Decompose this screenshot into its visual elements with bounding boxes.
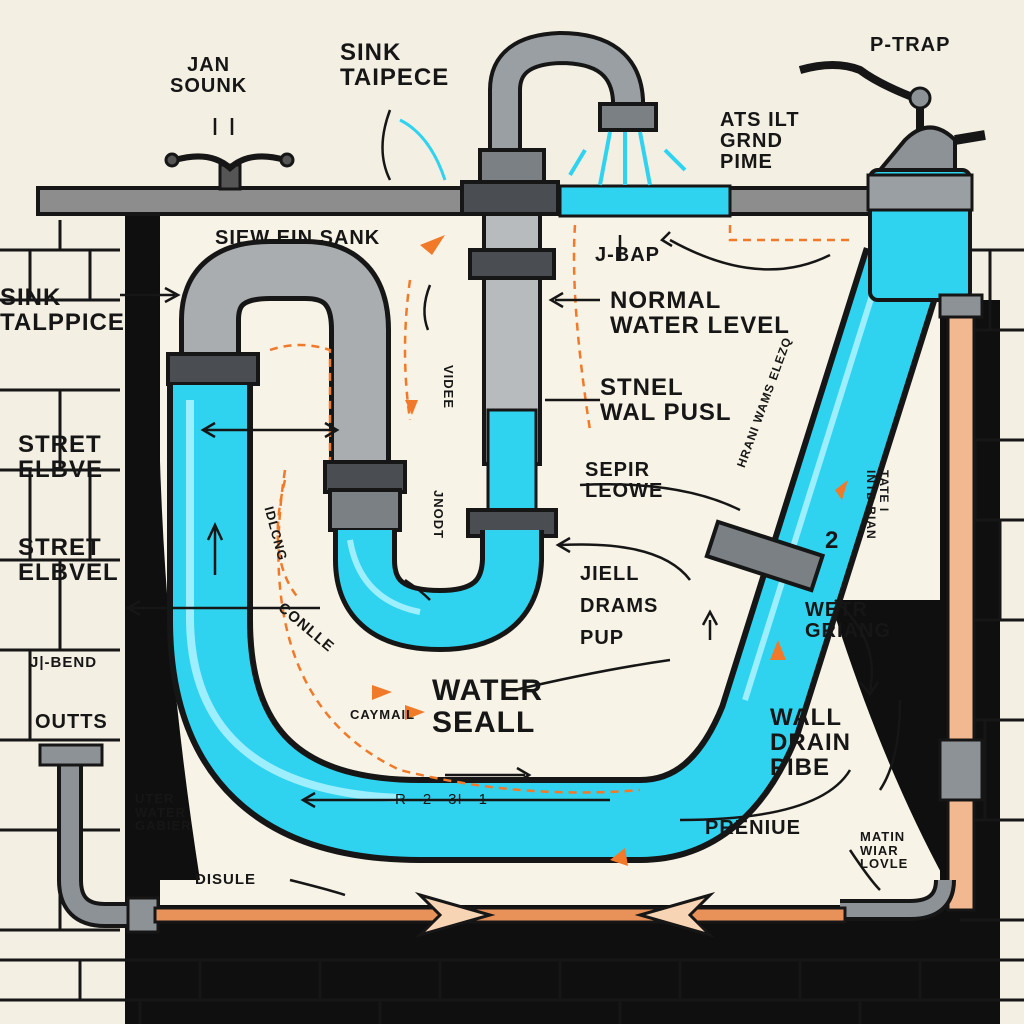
label-caymail: CAYMAIL [350, 707, 416, 722]
label-sepir-leowe: SEPIR LEOWE [585, 459, 664, 502]
label-num-2: 2 [825, 527, 840, 554]
label-tate-intd-bian: TATE I INTD BIAN [864, 470, 891, 540]
inner-u-trap [333, 530, 544, 653]
label-matin-wiar-lovle: MATIN WIAR LOVLE [860, 829, 909, 872]
label-videe: VIDEE [441, 365, 456, 410]
orange-arrows [372, 235, 848, 866]
label-wall-drain-pibe: WALL DRAIN PIBE [770, 704, 851, 782]
supply-line [153, 891, 847, 939]
label-jiell-drams-pup: JIELL DRAMS PUP [580, 563, 659, 649]
right-vertical-pipe [840, 293, 984, 921]
blue-accent-stroke [399, 118, 447, 181]
label-stnel-wal-pusl: STNEL WAL PUSL [600, 374, 732, 427]
water-seal-u-pipe [167, 247, 947, 863]
label-j-bend: J|-BEND [30, 654, 98, 671]
left-outlet-pipe [38, 743, 160, 934]
cabinet-right-shadow [830, 600, 945, 880]
label-ats-ilt-grnd-pime: ATS ILT GRND PIME [720, 109, 800, 173]
label-uter-water-gabier: UTER WATER GABIER [135, 791, 192, 834]
p-trap-fitting [798, 61, 986, 302]
label-r-2-3-1: R—2—3I—1 [395, 791, 489, 808]
label-preniue: PRENIUE [705, 817, 801, 839]
label-stret-elbve: STRET ELBVE [18, 431, 104, 484]
label-stret-elbvel: STRET ELBVEL [18, 534, 119, 587]
label-sink-talppice: SINK TALPPICE [0, 284, 125, 337]
label-sink-taipece: SINK TAIPECE [340, 39, 450, 92]
label-p-trap: P-TRAP [870, 34, 951, 56]
diagonal-coupling [704, 519, 826, 593]
label-water-seall: WATER SEALL [432, 674, 544, 739]
label-outts: OUTTS [35, 711, 108, 733]
cabinet-dark-frame [125, 212, 1000, 1024]
label-disule: DISULE [195, 871, 257, 888]
gooseneck-faucet-icon [488, 30, 687, 186]
faucet-left-icon [164, 152, 295, 191]
cabinet-left-shadow [158, 260, 200, 880]
label-j-bap: J-BAP [595, 244, 661, 266]
upper-elbow-pipe [166, 239, 558, 538]
label-normal-water-level: NORMAL WATER LEVEL [610, 287, 790, 340]
label-wetr-griang: WETR GRIANG [805, 599, 891, 642]
brick-floor [0, 958, 1024, 1024]
annotation-arrows [120, 109, 902, 897]
label-jan-sounk: JAN SOUNK [170, 54, 248, 97]
sink-basin-water [558, 184, 732, 218]
label-siew-ein-sank: SIEW EIN SANK [215, 227, 381, 249]
label-jnodt: JNODT [431, 490, 446, 540]
